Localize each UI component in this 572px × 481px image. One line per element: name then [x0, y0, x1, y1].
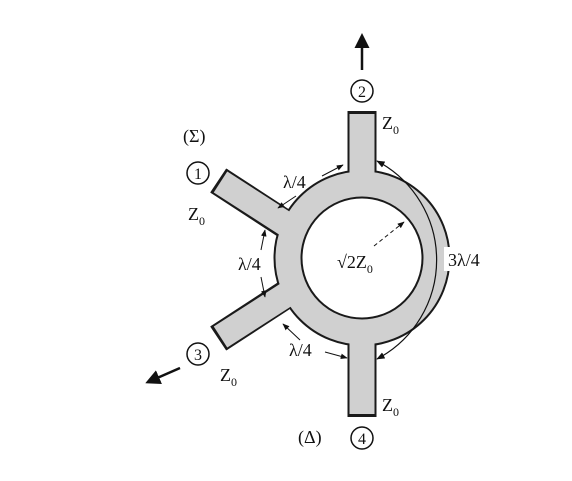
z0-label-port-1: Z0: [188, 204, 205, 228]
three-quarter-wave-arc: [376, 160, 438, 360]
port-3-marker: 3: [186, 342, 210, 366]
difference-port-tag: (Δ): [298, 427, 322, 448]
svg-text:Z0: Z0: [382, 395, 399, 419]
svg-text:Z0: Z0: [382, 113, 399, 137]
transmission-lines: [210, 111, 451, 417]
port-4-marker: 4: [350, 426, 374, 450]
three-quarter-wave-label: 3λ/4: [448, 250, 480, 270]
ring-impedance-pointer: [373, 221, 405, 247]
three-quarter-wave-annotation: 3λ/4: [376, 160, 500, 360]
svg-text:Z0: Z0: [220, 365, 237, 389]
port-3-line: [213, 280, 299, 348]
line-fills: [213, 114, 449, 414]
quarter-wave-bottom-label: λ/4: [289, 340, 312, 360]
z0-label-port-3: Z0: [220, 365, 237, 389]
sum-port-tag: (Σ): [183, 126, 205, 147]
port-1-line: [213, 171, 299, 239]
z0-label-port-4: Z0: [382, 395, 399, 419]
port-2-marker: 2: [350, 79, 374, 103]
svg-text:√2Z0: √2Z0: [337, 252, 373, 276]
quarter-wave-top-label: λ/4: [283, 172, 306, 192]
port-3-number: 3: [194, 347, 202, 364]
ring-impedance-label: √2Z0: [337, 221, 405, 276]
svg-text:Z0: Z0: [188, 204, 205, 228]
signal-arrows: [145, 33, 370, 385]
quarter-wave-top-annotation: λ/4: [277, 164, 344, 209]
z0-label-port-2: Z0: [382, 113, 399, 137]
port-1-marker: 1: [186, 161, 210, 185]
quarter-wave-left-label: λ/4: [238, 254, 261, 274]
quarter-wave-bottom-annotation: λ/4: [282, 323, 348, 360]
port-2-number: 2: [358, 84, 366, 101]
port-4-number: 4: [358, 431, 366, 448]
quarter-wave-left-annotation: λ/4: [238, 229, 267, 298]
port-1-number: 1: [194, 166, 202, 183]
port-3-output-arrow: [145, 366, 181, 385]
port-end-caps: [210, 111, 377, 417]
